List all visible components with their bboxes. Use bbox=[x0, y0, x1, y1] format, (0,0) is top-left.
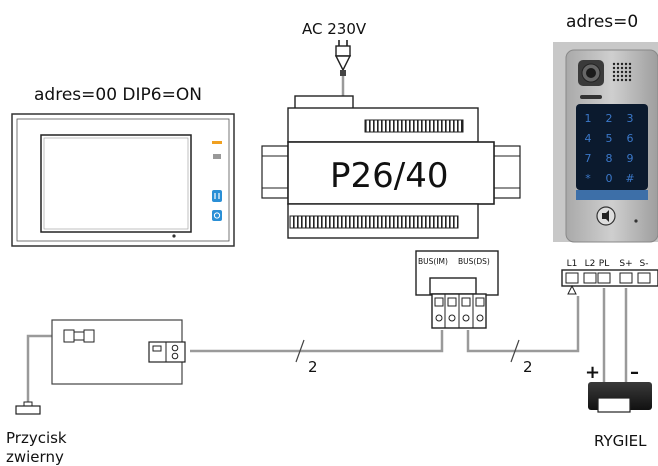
bus-im-wire bbox=[190, 330, 444, 353]
unlock-button[interactable] bbox=[212, 190, 222, 202]
keypad-key[interactable]: 9 bbox=[627, 152, 634, 165]
power-supply-label: AC 230V bbox=[302, 20, 367, 38]
terminal-label: S+ bbox=[619, 259, 632, 269]
lock-icon bbox=[588, 382, 652, 413]
wire-count-left: 2 bbox=[308, 358, 318, 376]
monitor-power-dot bbox=[172, 234, 176, 238]
power-controller bbox=[261, 95, 521, 239]
terminal-label: L2 bbox=[585, 259, 596, 269]
terminal-label: PL bbox=[599, 259, 609, 269]
keypad-key[interactable]: 1 bbox=[585, 112, 592, 125]
lock-plus-sign: + bbox=[585, 362, 600, 383]
outdoor-panel bbox=[553, 42, 658, 243]
terminal-strip bbox=[561, 269, 658, 295]
indoor-monitor bbox=[11, 113, 235, 247]
power-plug-icon bbox=[334, 40, 352, 76]
keypad-key[interactable]: 5 bbox=[606, 132, 613, 145]
keypad-key[interactable]: 6 bbox=[627, 132, 634, 145]
keypad-key[interactable]: 2 bbox=[606, 112, 613, 125]
keypad-key[interactable]: # bbox=[625, 172, 634, 185]
keypad-key[interactable]: 8 bbox=[606, 152, 613, 165]
bus-ds-wire bbox=[466, 296, 580, 353]
exit-button-icon bbox=[15, 401, 41, 415]
led-indicator bbox=[212, 141, 222, 144]
lock-minus-sign: – bbox=[630, 362, 639, 383]
keypad-key[interactable]: 4 bbox=[585, 132, 592, 145]
wires bbox=[26, 76, 628, 402]
name-plate bbox=[576, 190, 648, 200]
keypad-key[interactable]: * bbox=[585, 172, 591, 185]
monitor-address-label: adres=00 DIP6=ON bbox=[34, 85, 202, 105]
keypad-keys: 1 2 3 4 5 6 7 8 9 * 0 # bbox=[585, 112, 635, 185]
mic-icon bbox=[213, 154, 221, 159]
monitor-screen bbox=[40, 134, 192, 233]
exit-button-module bbox=[51, 319, 186, 385]
panel-address-label: adres=0 bbox=[566, 12, 638, 32]
wire-count-slash-left bbox=[295, 339, 305, 363]
bus-connector bbox=[415, 250, 499, 329]
terminal-label: S- bbox=[640, 259, 649, 269]
keypad-key[interactable]: 7 bbox=[585, 152, 592, 165]
keypad-key[interactable]: 3 bbox=[627, 112, 634, 125]
bus-ds-label: BUS(DS) bbox=[458, 257, 490, 266]
controller-model-label: P26/40 bbox=[330, 156, 449, 196]
exit-button-label-line1: Przycisk bbox=[6, 429, 67, 447]
exit-button-label-line2: zwierny bbox=[6, 448, 64, 466]
speaker-grille bbox=[612, 62, 632, 82]
keypad bbox=[576, 104, 648, 190]
lock-label: RYGIEL bbox=[594, 432, 647, 450]
wire-count-right: 2 bbox=[523, 358, 533, 376]
keypad-key[interactable]: 0 bbox=[606, 172, 613, 185]
monitor-button[interactable] bbox=[212, 210, 222, 221]
terminal-label: L1 bbox=[567, 259, 578, 269]
wire-count-slash-right bbox=[510, 339, 520, 363]
exit-button-wire bbox=[26, 334, 60, 402]
bus-im-label: BUS(IM) bbox=[418, 257, 448, 266]
